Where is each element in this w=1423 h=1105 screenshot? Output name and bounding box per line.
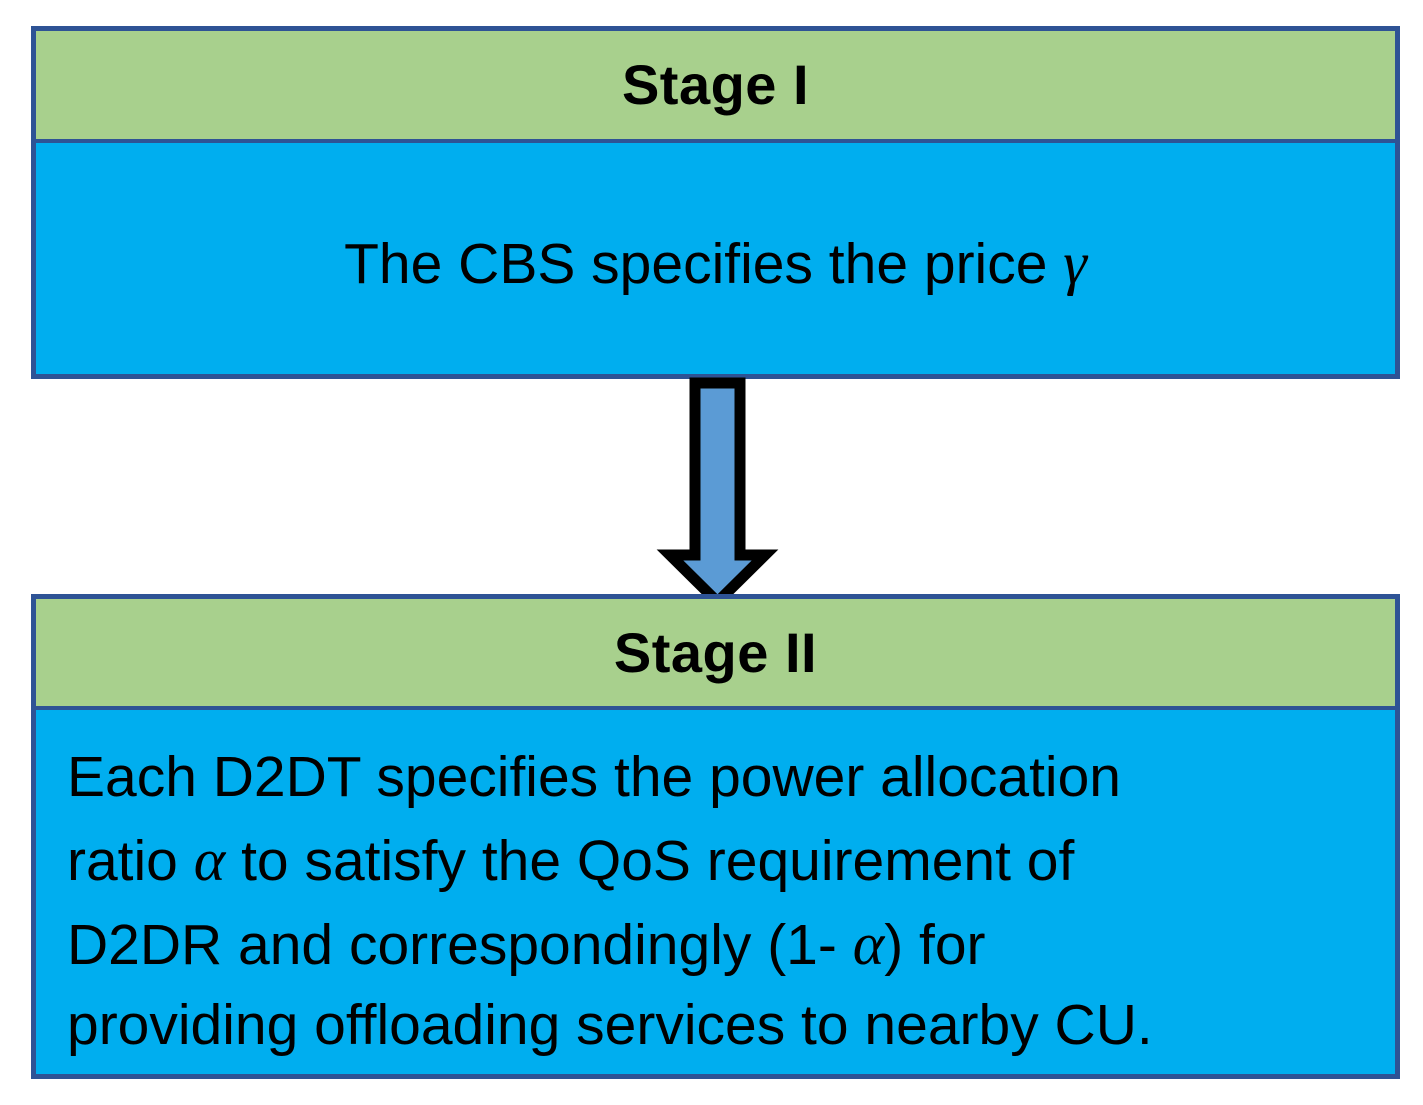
math-symbol: α [193,826,226,893]
stage-2-body: Each D2DT specifies the power allocation… [31,710,1400,1079]
stage-1-body: The CBS specifies the price γ [31,143,1400,379]
stage-1-header: Stage I [31,26,1400,144]
down-arrow-shape [656,377,779,610]
math-symbol: γ [1063,230,1087,296]
text-run: Each D2DT specifies the power allocation… [67,745,1121,893]
text-run: to satisfy the QoS requirement of D2DR a… [67,828,1075,977]
stage-1-title: Stage I [621,53,810,116]
stage-1-body-text: The CBS specifies the price γ [36,221,1395,305]
text-run: ) for providing offloading services to n… [67,912,1153,1057]
arrow-polygon [656,377,779,610]
stage-2-header: Stage II [31,594,1400,711]
text-run: The CBS specifies the price [344,232,1064,296]
math-symbol: α [852,910,885,977]
stage-2-title: Stage II [613,620,818,684]
stage-2-body-text: Each D2DT specifies the power allocation… [67,738,1377,1066]
down-arrow-icon [655,375,780,610]
